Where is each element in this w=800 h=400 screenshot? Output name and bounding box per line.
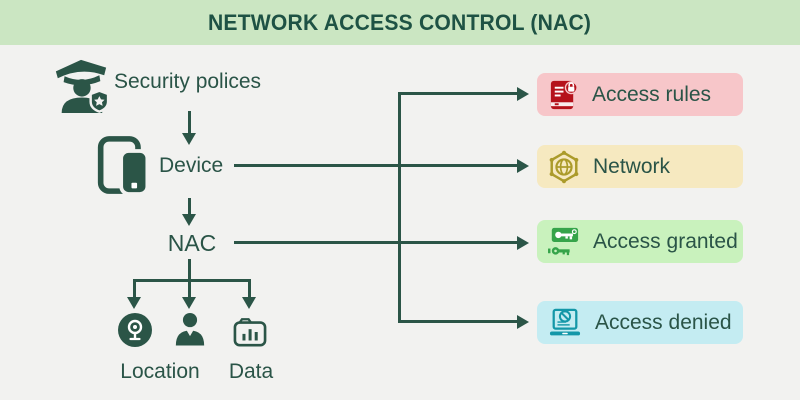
nac-label: NAC (167, 230, 217, 256)
arrow-device-to-nac (188, 198, 191, 218)
header-band: NETWORK ACCESS CONTROL (NAC) (0, 0, 800, 45)
network-hexagon-globe-icon (547, 150, 581, 184)
arrow-to-location (133, 279, 136, 299)
access-denied-label: Access denied (595, 310, 732, 334)
rulebook-lock-icon (547, 78, 580, 112)
arrowhead-down-icon (182, 297, 196, 309)
arrowhead-down-icon (182, 133, 196, 145)
nac-branch-stem (188, 259, 191, 281)
arrowhead-right-icon (517, 86, 529, 101)
edge-trunk-vertical (398, 92, 401, 323)
arrowhead-right-icon (517, 235, 529, 250)
person-icon (173, 311, 207, 348)
location-label: Location (120, 360, 200, 383)
access-key-icon (547, 226, 581, 257)
arrow-to-user (188, 279, 191, 299)
data-folder-icon (232, 316, 268, 348)
location-beacon-icon (118, 313, 152, 347)
edge-trunk-to-denied (398, 320, 518, 323)
edge-nac-to-granted (234, 241, 518, 244)
network-label: Network (593, 154, 671, 178)
security-polices-label: Security polices (114, 70, 262, 93)
access-rules-box: Access rules (537, 73, 743, 116)
laptop-blocked-icon (547, 307, 583, 339)
device-label: Device (159, 154, 224, 177)
access-granted-box: Access granted (537, 220, 743, 263)
arrow-to-data (248, 279, 251, 299)
nac-branch-bar (133, 279, 251, 282)
arrowhead-right-icon (517, 158, 529, 173)
network-box: Network (537, 145, 743, 188)
access-granted-label: Access granted (593, 229, 738, 253)
edge-trunk-to-rules (398, 92, 518, 95)
arrowhead-right-icon (517, 314, 529, 329)
access-denied-box: Access denied (537, 301, 743, 344)
devices-icon (96, 134, 152, 196)
arrowhead-down-icon (242, 297, 256, 309)
police-officer-icon (50, 55, 112, 113)
arrowhead-down-icon (127, 297, 141, 309)
access-rules-label: Access rules (592, 82, 712, 106)
arrowhead-down-icon (182, 214, 196, 226)
arrow-security-to-device (188, 111, 191, 135)
data-label: Data (228, 360, 274, 383)
edge-device-to-network (234, 164, 518, 167)
page-title: NETWORK ACCESS CONTROL (NAC) (208, 9, 592, 35)
